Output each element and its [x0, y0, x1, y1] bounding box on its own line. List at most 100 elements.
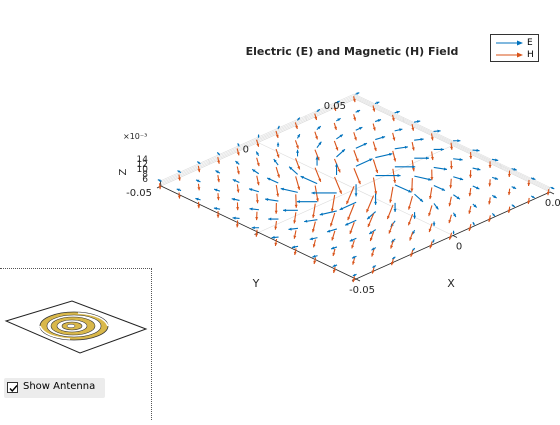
arrow-h: [354, 150, 359, 162]
arrow-h: [411, 124, 414, 131]
arrow-h: [346, 186, 354, 204]
arrow-h: [315, 168, 321, 182]
arrow-h: [315, 132, 318, 140]
arrow-h: [312, 204, 315, 218]
arrow-e: [283, 209, 298, 212]
arrow-h: [256, 194, 259, 204]
arrow-e: [375, 136, 385, 140]
legend-item-h: H: [491, 49, 538, 61]
arrow-h: [351, 240, 354, 248]
z-axis-label: Z: [118, 168, 129, 175]
arrow-e: [252, 169, 259, 173]
checkbox-box[interactable]: [7, 382, 18, 393]
arrow-h: [448, 197, 451, 207]
y-tick-label: 0.05: [324, 101, 346, 112]
arrow-h: [217, 211, 220, 218]
arrow-h: [488, 197, 491, 204]
arrow-e: [473, 204, 477, 207]
arrow-h: [392, 133, 395, 141]
arrow-e: [433, 221, 436, 226]
grid-line: [258, 143, 453, 236]
grid-line: [500, 164, 501, 169]
arrow-e: [492, 213, 494, 216]
arrow-h: [468, 206, 471, 214]
arrow-h: [366, 196, 373, 213]
arrow-h: [429, 187, 432, 199]
legend-arrow-h-icon: [495, 50, 525, 60]
arrow-e: [297, 134, 300, 138]
arrow-h: [527, 180, 530, 186]
arrow-e: [233, 217, 240, 220]
arrow-h: [313, 240, 316, 248]
arrow-h: [178, 193, 181, 199]
arrow-h: [236, 202, 239, 210]
arrow-h: [408, 214, 412, 225]
arrow-e: [235, 161, 239, 164]
arrow-h: [489, 161, 492, 168]
arrow-e: [356, 159, 373, 167]
arrow-e: [434, 148, 444, 151]
arrow-e: [453, 177, 463, 181]
arrow-h: [334, 123, 337, 130]
arrow-h: [312, 222, 315, 233]
arrow-h: [353, 114, 356, 120]
arrow-h: [449, 179, 452, 189]
arrow-h: [450, 161, 453, 169]
legend-label-h: H: [527, 49, 534, 61]
arrow-h: [255, 212, 258, 220]
arrow-e: [256, 151, 259, 155]
checkmark-icon: [8, 383, 19, 394]
arrow-e: [395, 128, 403, 131]
arrow-h: [408, 196, 412, 209]
arrow-e: [375, 102, 379, 105]
quiver-arrows: [158, 92, 554, 282]
arrow-h: [332, 249, 335, 256]
arrow-h: [469, 188, 472, 196]
arrow-e: [356, 127, 363, 130]
arrow-h: [469, 152, 472, 159]
y-tick-label: -0.05: [126, 188, 152, 199]
arrow-e: [278, 126, 280, 129]
arrow-e: [215, 171, 219, 174]
arrow-e: [350, 238, 357, 241]
arrow-h: [430, 169, 433, 180]
arrow-h: [371, 250, 374, 257]
arrow-h: [197, 184, 200, 190]
arrow-h: [409, 232, 412, 240]
arrow-e: [434, 185, 445, 190]
arrow-h: [275, 203, 278, 214]
arrow-e: [414, 120, 420, 123]
arrow-e: [310, 237, 318, 240]
arrow-h: [197, 202, 200, 208]
arrow-h: [488, 179, 491, 186]
arrow-e: [395, 111, 400, 114]
arrow-h: [315, 186, 319, 202]
arrow-e: [331, 247, 337, 250]
arrow-h: [428, 205, 432, 216]
z-exponent-label: ×10⁻³: [123, 132, 147, 141]
arrow-e: [453, 195, 460, 199]
arrow-h: [335, 177, 342, 194]
arrow-e: [356, 92, 360, 94]
arrow-e: [312, 191, 337, 194]
show-antenna-checkbox[interactable]: Show Antenna: [4, 378, 105, 398]
arrow-h: [293, 230, 296, 238]
arrow-h: [257, 176, 260, 186]
arrow-e: [336, 118, 340, 121]
grid-line: [403, 117, 404, 122]
arrow-e: [177, 189, 181, 192]
legend-arrow-e-icon: [495, 38, 525, 48]
arrow-h: [373, 124, 376, 131]
arrow-h: [237, 184, 240, 192]
arrow-h: [393, 151, 396, 162]
show-antenna-label: Show Antenna: [23, 381, 95, 392]
box-edge: [549, 187, 550, 192]
arrow-e: [317, 142, 321, 148]
arrow-e: [492, 195, 496, 198]
axes-grid: [157, 94, 554, 281]
arrow-e: [232, 198, 240, 201]
arrow-h: [431, 151, 434, 160]
arrow-h: [389, 223, 393, 234]
x-tick-label: -0.05: [349, 285, 375, 296]
arrow-e: [392, 257, 395, 259]
